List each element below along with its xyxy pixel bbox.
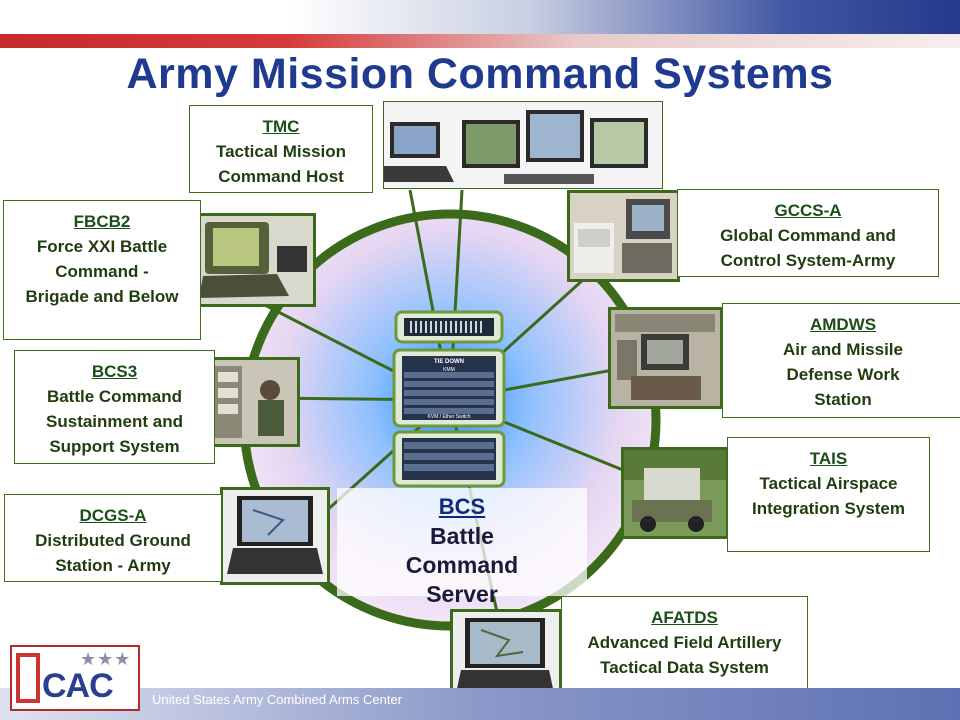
cac-logo: ★★★ CAC (10, 645, 140, 711)
page-title: Army Mission Command Systems (126, 50, 834, 98)
bcs3-full: Battle Command Sustainment and Support S… (46, 387, 183, 456)
tie-down-label: TIE DOWN (434, 359, 464, 365)
bottom-banner (0, 688, 960, 720)
bcs-full: Battle Command Server (405, 523, 519, 607)
tais-photo (621, 447, 729, 539)
kmm-label: KMM (443, 367, 455, 373)
tmc-workstations-photo (383, 101, 663, 189)
fbcb2-box: FBCB2 Force XXI Battle Command - Brigade… (3, 200, 201, 340)
bcs3-box: BCS3 Battle Command Sustainment and Supp… (14, 350, 215, 464)
bcs3-abbr: BCS3 (91, 362, 138, 381)
tmc-box: TMC Tactical Mission Command Host (189, 105, 373, 193)
footer-text: United States Army Combined Arms Center (152, 692, 402, 707)
tmc-abbr: TMC (262, 117, 300, 136)
gccsa-full: Global Command and Control System-Army (720, 226, 896, 270)
bcs-label: BCS Battle Command Server (337, 488, 587, 607)
tais-abbr: TAIS (809, 449, 848, 468)
gccsa-box: GCCS-A Global Command and Control System… (677, 189, 939, 277)
stars-icon: ★★★ (80, 649, 132, 669)
dcgsa-abbr: DCGS-A (79, 506, 147, 525)
tmc-full: Tactical Mission Command Host (215, 142, 347, 186)
gccsa-abbr: GCCS-A (774, 201, 842, 220)
gccsa-photo (567, 190, 680, 282)
bcs-abbr: BCS (438, 494, 486, 519)
tais-box: TAIS Tactical Airspace Integration Syste… (727, 437, 930, 552)
kvm-label: KVM / Ether Switch (427, 414, 470, 420)
tais-full: Tactical Airspace Integration System (751, 474, 906, 518)
amdws-full: Air and Missile Defense Work Station (783, 340, 903, 409)
top-banner (0, 0, 960, 34)
bcs3-photo (207, 357, 300, 447)
red-stripe (0, 34, 960, 48)
dcgsa-photo (220, 487, 330, 585)
afatds-abbr: AFATDS (651, 608, 718, 627)
server-rack: TIE DOWN KMM KVM / Ether Switch (392, 310, 506, 488)
afatds-full: Advanced Field Artillery Tactical Data S… (587, 633, 782, 677)
fbcb2-full: Force XXI Battle Command - Brigade and B… (25, 237, 179, 306)
dcgsa-box: DCGS-A Distributed Ground Station - Army (4, 494, 222, 582)
amdws-photo (608, 307, 723, 409)
fbcb2-abbr: FBCB2 (73, 212, 131, 231)
amdws-box: AMDWS Air and Missile Defense Work Stati… (722, 303, 960, 418)
fbcb2-photo (194, 213, 316, 307)
amdws-abbr: AMDWS (809, 315, 877, 334)
logo-text: CAC (42, 667, 114, 705)
dcgsa-full: Distributed Ground Station - Army (35, 531, 191, 575)
